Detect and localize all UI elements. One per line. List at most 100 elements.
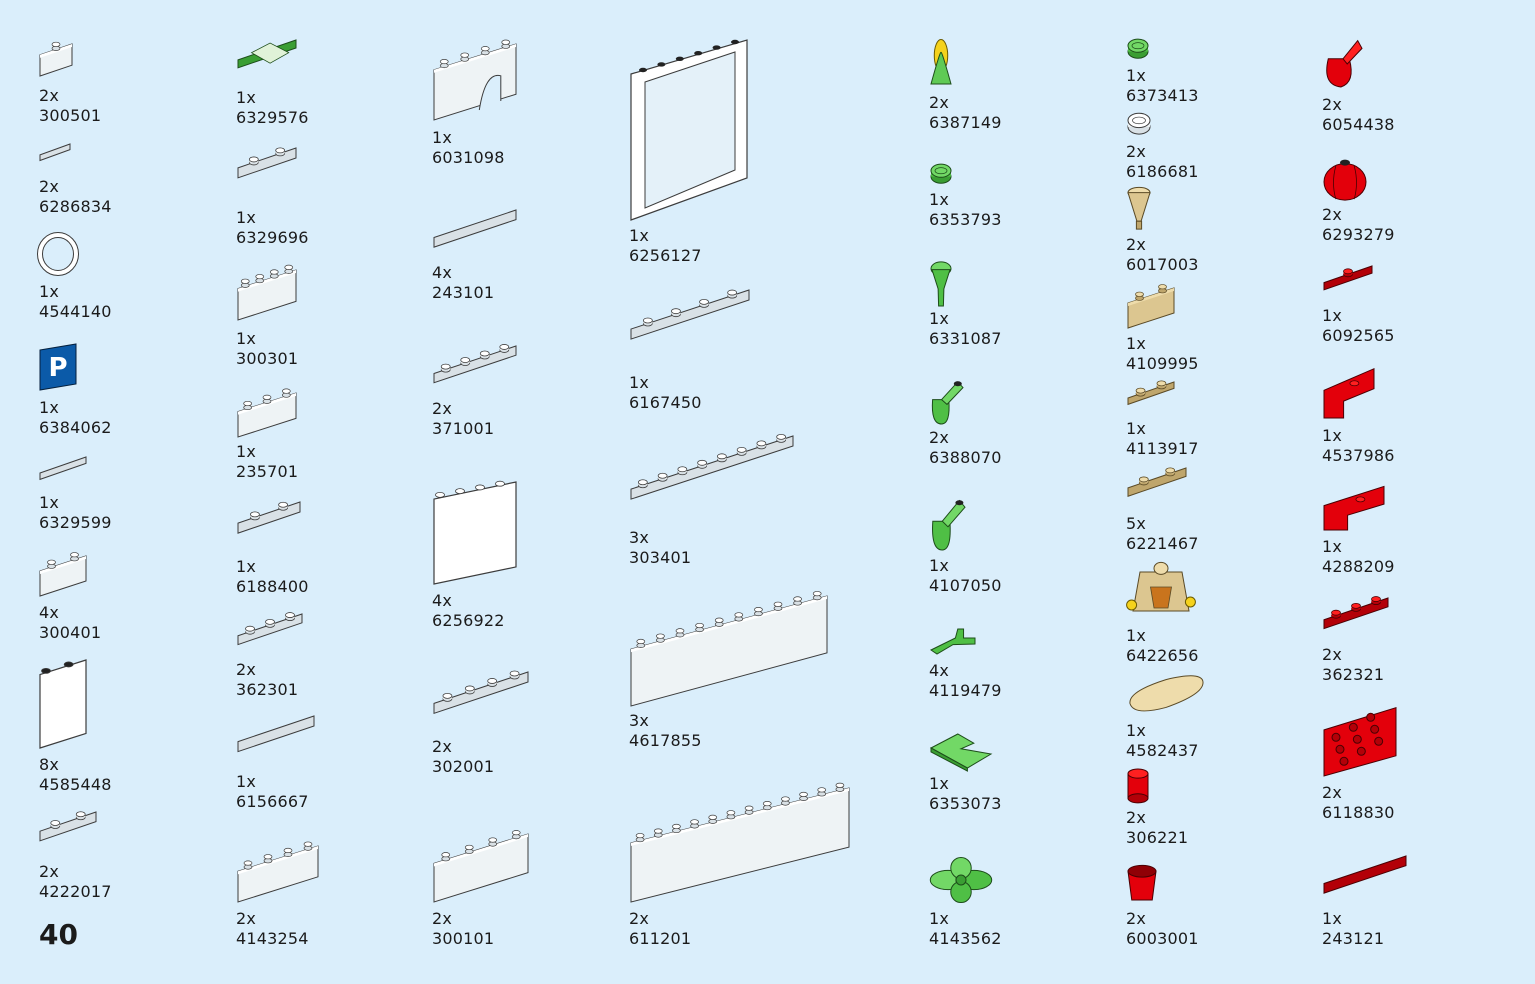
part-element-id: 6167450 <box>629 393 702 412</box>
plant-stem-icon <box>929 260 953 308</box>
part-element-id: 6054438 <box>1322 115 1395 134</box>
flower-pot-icon <box>1126 862 1158 904</box>
part-quantity: 2x <box>1126 808 1147 827</box>
part-element-id: 4617855 <box>629 731 702 750</box>
part-element-id: 300101 <box>432 929 495 948</box>
ring-icon <box>37 232 79 276</box>
tile-1x4-icon <box>432 208 518 256</box>
svg-text:P: P <box>48 353 67 383</box>
part-quantity: 4x <box>929 661 950 680</box>
part-quantity: 3x <box>629 711 650 730</box>
part-quantity: 2x <box>39 86 60 105</box>
plate-1x3-icon <box>236 612 304 656</box>
part-element-id: 235701 <box>236 462 299 481</box>
part-element-id: 6092565 <box>1322 326 1395 345</box>
part-element-id: 6156667 <box>236 792 309 811</box>
part-quantity: 1x <box>1322 306 1343 325</box>
part-element-id: 6256127 <box>629 246 702 265</box>
part-quantity: 2x <box>1322 95 1343 114</box>
part-quantity: 1x <box>236 329 257 348</box>
round-tile-1x1-icon <box>1126 112 1152 136</box>
part-element-id: 6188400 <box>236 577 309 596</box>
part-element-id: 6422656 <box>1126 646 1199 665</box>
part-quantity: 1x <box>236 88 257 107</box>
tile-2x4-icon <box>236 714 316 764</box>
hinge-plate-icon <box>236 500 302 552</box>
minifig-torso-icon <box>1126 560 1196 620</box>
part-quantity: 1x <box>1126 334 1147 353</box>
parking-sign-icon: P <box>38 342 78 392</box>
part-quantity: 1x <box>929 556 950 575</box>
panel-1x4x3-icon <box>432 480 518 586</box>
printed-tile-1x2-icon <box>38 455 88 487</box>
bracket-1x2-2x4-icon <box>1322 704 1398 778</box>
part-element-id: 6017003 <box>1126 255 1199 274</box>
part-element-id: 6329696 <box>236 228 309 247</box>
part-element-id: 6384062 <box>39 418 112 437</box>
arch-1x4-icon <box>432 38 518 122</box>
part-quantity: 2x <box>1322 205 1343 224</box>
plate-1x3-icon <box>1322 596 1390 640</box>
ice-cream-cone-icon <box>1126 186 1152 230</box>
part-quantity: 1x <box>236 772 257 791</box>
part-quantity: 1x <box>39 282 60 301</box>
part-quantity: 1x <box>236 208 257 227</box>
part-quantity: 1x <box>1322 537 1343 556</box>
part-element-id: 6186681 <box>1126 162 1199 181</box>
plate-with-handles-icon <box>38 810 98 858</box>
part-quantity: 2x <box>432 399 453 418</box>
pepper-icon <box>929 378 965 426</box>
part-element-id: 6221467 <box>1126 534 1199 553</box>
part-quantity: 8x <box>39 755 60 774</box>
technic-brick-1x4-icon <box>236 840 320 904</box>
part-quantity: 1x <box>929 909 950 928</box>
brick-2x10-icon <box>629 590 829 708</box>
part-element-id: 6031098 <box>432 148 505 167</box>
part-quantity: 2x <box>1126 235 1147 254</box>
part-element-id: 6293279 <box>1322 225 1395 244</box>
part-quantity: 2x <box>236 660 257 679</box>
round-plate-1x1-icon <box>929 163 953 185</box>
part-quantity: 1x <box>929 774 950 793</box>
plate-1x2-icon <box>1126 380 1176 412</box>
part-element-id: 4109995 <box>1126 354 1199 373</box>
part-element-id: 371001 <box>432 419 495 438</box>
part-quantity: 1x <box>629 226 650 245</box>
part-element-id: 6329576 <box>236 108 309 127</box>
part-quantity: 1x <box>1126 66 1147 85</box>
part-quantity: 2x <box>39 862 60 881</box>
part-element-id: 4544140 <box>39 302 112 321</box>
part-quantity: 2x <box>432 737 453 756</box>
brick-2x2-icon <box>236 264 298 322</box>
round-brick-1x1-icon <box>1126 766 1150 804</box>
brick-1x2-icon <box>38 550 88 598</box>
corner-plate-icon <box>929 732 993 772</box>
brick-1x1-icon <box>38 38 74 78</box>
part-quantity: 1x <box>236 557 257 576</box>
part-element-id: 6387149 <box>929 113 1002 132</box>
part-element-id: 4107050 <box>929 576 1002 595</box>
part-element-id: 302001 <box>432 757 495 776</box>
part-quantity: 1x <box>629 373 650 392</box>
stem-icon <box>929 626 977 656</box>
brick-1x2-icon <box>1126 282 1176 330</box>
part-element-id: 6329599 <box>39 513 112 532</box>
part-quantity: 1x <box>929 190 950 209</box>
part-quantity: 2x <box>1322 645 1343 664</box>
part-quantity: 2x <box>629 909 650 928</box>
part-element-id: 6353073 <box>929 794 1002 813</box>
part-quantity: 1x <box>39 493 60 512</box>
part-element-id: 6256922 <box>432 611 505 630</box>
part-element-id: 4119479 <box>929 681 1002 700</box>
part-quantity: 1x <box>1322 426 1343 445</box>
chili-pepper-icon <box>1322 38 1364 90</box>
part-element-id: 611201 <box>629 929 692 948</box>
part-quantity: 4x <box>39 603 60 622</box>
slope-1x1-icon <box>38 142 72 170</box>
part-element-id: 4143254 <box>236 929 309 948</box>
part-element-id: 4143562 <box>929 929 1002 948</box>
bracket-1x2-2x2-icon <box>1322 484 1386 532</box>
part-element-id: 4537986 <box>1322 446 1395 465</box>
part-quantity: 2x <box>236 909 257 928</box>
panel-1x2x3-icon <box>38 658 88 750</box>
